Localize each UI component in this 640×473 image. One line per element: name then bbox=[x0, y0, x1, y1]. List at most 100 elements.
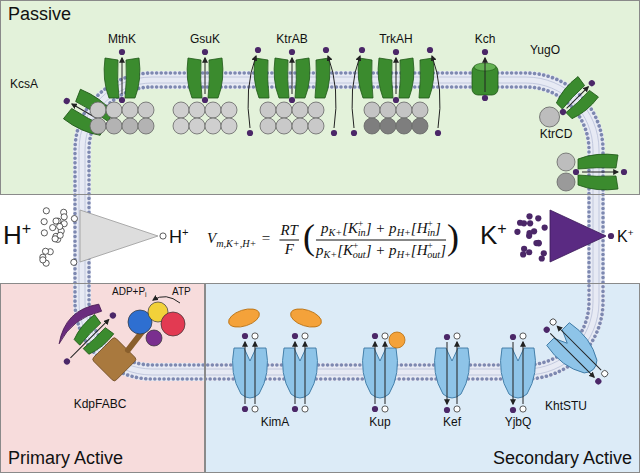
nucleotide-label: i bbox=[145, 291, 147, 298]
rck-domain bbox=[90, 118, 106, 134]
rck-domain bbox=[106, 118, 122, 134]
potassium-ion bbox=[535, 215, 541, 221]
panel: Primary Active bbox=[0, 283, 205, 473]
rck-domain bbox=[380, 118, 396, 134]
gradient-triangle bbox=[550, 210, 606, 262]
rck-domain bbox=[380, 102, 396, 118]
label-group: TrkAH bbox=[379, 33, 413, 47]
flux-arrow bbox=[567, 87, 589, 109]
potassium-ion bbox=[526, 230, 532, 236]
ion-label: H bbox=[3, 220, 22, 250]
equation-term: ] bbox=[440, 242, 446, 258]
pump-stalk bbox=[128, 332, 142, 350]
lipid-heads bbox=[89, 87, 589, 365]
gradient-triangle bbox=[80, 210, 158, 262]
equation-term: ] + p bbox=[366, 220, 397, 236]
proton bbox=[41, 219, 47, 225]
rck-domain bbox=[396, 118, 412, 134]
proton bbox=[41, 230, 47, 236]
equation-term: p bbox=[321, 220, 329, 236]
rck-domain bbox=[122, 102, 138, 118]
label-group: KtrCD bbox=[540, 128, 573, 142]
potassium-ion bbox=[323, 47, 329, 53]
equation-term: [H bbox=[411, 220, 428, 236]
panel: Secondary Active bbox=[205, 283, 640, 473]
transporter-protein bbox=[501, 333, 536, 413]
label-group: pK+[K+in] + pH+[H+in] bbox=[321, 219, 441, 239]
fraction-bar bbox=[316, 240, 446, 241]
equation-term: in bbox=[358, 227, 366, 238]
potassium-ion bbox=[541, 250, 547, 256]
equation-term: [H bbox=[411, 242, 428, 258]
label-group: ADP+Pi bbox=[112, 286, 147, 299]
channel-subunit bbox=[254, 58, 269, 98]
flux-arrow bbox=[305, 342, 306, 404]
equation-bracket: ) bbox=[447, 217, 459, 257]
potassium-ion bbox=[351, 130, 357, 136]
protein-name: Kch bbox=[475, 32, 496, 46]
rck-domain bbox=[412, 118, 428, 134]
flux-arrow bbox=[447, 342, 448, 404]
lipid-heads bbox=[75, 73, 603, 379]
protein-name: YjbQ bbox=[505, 415, 532, 429]
potassium-ion bbox=[242, 333, 248, 339]
proton bbox=[61, 214, 67, 220]
panel-heading: Secondary Active bbox=[493, 448, 632, 469]
equation-term: K+ bbox=[323, 249, 337, 260]
transporter-protein bbox=[435, 333, 470, 413]
potassium-ion bbox=[119, 97, 125, 103]
potassium-ion bbox=[289, 97, 295, 103]
transporter-body bbox=[233, 348, 268, 398]
label-group: KdpFABC bbox=[74, 398, 127, 412]
label-group: K+ bbox=[617, 227, 633, 246]
rck-domain bbox=[412, 102, 428, 118]
label-group: pK+[K+out] + pH+[H+out] bbox=[316, 241, 446, 261]
lipid-tails bbox=[85, 83, 593, 369]
protein-name: KtrCD bbox=[540, 127, 573, 141]
label-group: MthK bbox=[108, 33, 136, 47]
flux-arrow bbox=[432, 56, 440, 128]
rck-domain bbox=[205, 118, 221, 134]
rck-domain bbox=[173, 118, 189, 134]
label-group: KtrAB bbox=[276, 33, 307, 47]
potassium-ion bbox=[444, 407, 450, 413]
transporter-protein bbox=[283, 333, 318, 412]
label-group: ( bbox=[303, 217, 315, 258]
transporter-body bbox=[363, 348, 398, 398]
proton bbox=[454, 333, 460, 339]
cytoplasmic-domain bbox=[146, 330, 162, 346]
ion-label: + bbox=[182, 226, 189, 238]
proton bbox=[43, 208, 49, 214]
potassium-ion bbox=[573, 169, 579, 175]
label-group: F bbox=[285, 241, 294, 258]
cytoplasmic-domain bbox=[161, 312, 185, 336]
transporter-body bbox=[283, 348, 318, 398]
label-group: ) bbox=[447, 217, 459, 258]
flux-arrow bbox=[523, 342, 524, 404]
flux-arrow bbox=[292, 58, 293, 94]
potassium-ion bbox=[521, 220, 527, 226]
protein-name: GsuK bbox=[190, 32, 220, 46]
potassium-ion bbox=[372, 333, 378, 339]
rck-domain bbox=[173, 102, 189, 118]
potassium-ion bbox=[444, 334, 450, 340]
equation-term: RT bbox=[280, 222, 298, 238]
rck-domain bbox=[260, 102, 276, 118]
flux-arrow bbox=[385, 342, 386, 404]
protein-name: YugO bbox=[530, 43, 560, 57]
protein-name: TrkAH bbox=[379, 32, 413, 46]
flux-arrow bbox=[328, 56, 336, 128]
proton bbox=[520, 333, 526, 339]
potassium-ion bbox=[535, 240, 541, 246]
potassium-ion bbox=[542, 224, 548, 230]
channel-subunit bbox=[125, 58, 140, 98]
potassium-ion bbox=[514, 229, 520, 235]
nucleotide-label: ADP+P bbox=[112, 286, 145, 297]
flux-arrow bbox=[153, 297, 180, 303]
rck-domain bbox=[138, 118, 154, 134]
label-group: YjbQ bbox=[505, 416, 532, 430]
potassium-ion bbox=[482, 95, 488, 101]
transporter-body bbox=[435, 348, 470, 398]
equation-term: in bbox=[427, 227, 435, 238]
equation-term: [K bbox=[342, 220, 358, 236]
